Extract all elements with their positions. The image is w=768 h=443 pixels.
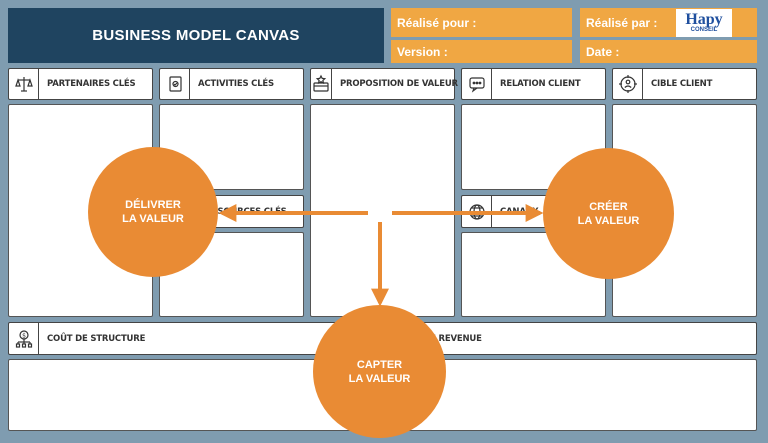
delivrer-line2: LA VALEUR [122, 213, 184, 225]
partenaires-label: PARTENAIRES CLÉS [47, 79, 136, 89]
cible-header: CIBLE CLIENT [612, 68, 757, 100]
cout-label: COÛT DE STRUCTURE [47, 333, 146, 344]
svg-text:$: $ [22, 332, 26, 339]
date-field[interactable]: Date : [580, 40, 757, 63]
capter-line2: LA VALEUR [348, 372, 411, 385]
logo-name: Hapy [685, 11, 723, 28]
version-field[interactable]: Version : [391, 40, 572, 63]
proposition-area[interactable] [310, 104, 455, 317]
delivrer-circle: DÉLIVRER LA VALEUR [88, 147, 218, 277]
delivrer-line1: DÉLIVRER [125, 199, 181, 211]
clipboard-icon [160, 69, 190, 99]
activities-label: ACTIVITIES CLÉS [198, 79, 274, 89]
capter-line1: CAPTER [356, 358, 403, 371]
partenaires-header: PARTENAIRES CLÉS [8, 68, 153, 100]
target-person-icon [613, 69, 643, 99]
box-star-icon [311, 69, 332, 99]
cible-label: CIBLE CLIENT [651, 79, 713, 89]
activities-header: ACTIVITIES CLÉS [159, 68, 304, 100]
proposition-label: PROPOSITION DE VALEUR [340, 79, 458, 89]
relation-header: RELATION CLIENT [461, 68, 606, 100]
creer-line1: CRÉER [589, 200, 628, 213]
hapy-logo: Hapy CONSEIL [676, 9, 732, 37]
realise-pour-field[interactable]: Réalisé pour : [391, 8, 572, 37]
chat-icon [462, 69, 492, 99]
money-network-icon: $ [9, 323, 39, 354]
page-title: BUSINESS MODEL CANVAS [8, 8, 384, 63]
logo-sub: CONSEIL [690, 27, 718, 33]
proposition-header: PROPOSITION DE VALEUR [310, 68, 458, 100]
balance-icon [9, 69, 39, 99]
creer-line2: LA VALEUR [577, 214, 640, 227]
relation-label: RELATION CLIENT [500, 79, 581, 89]
